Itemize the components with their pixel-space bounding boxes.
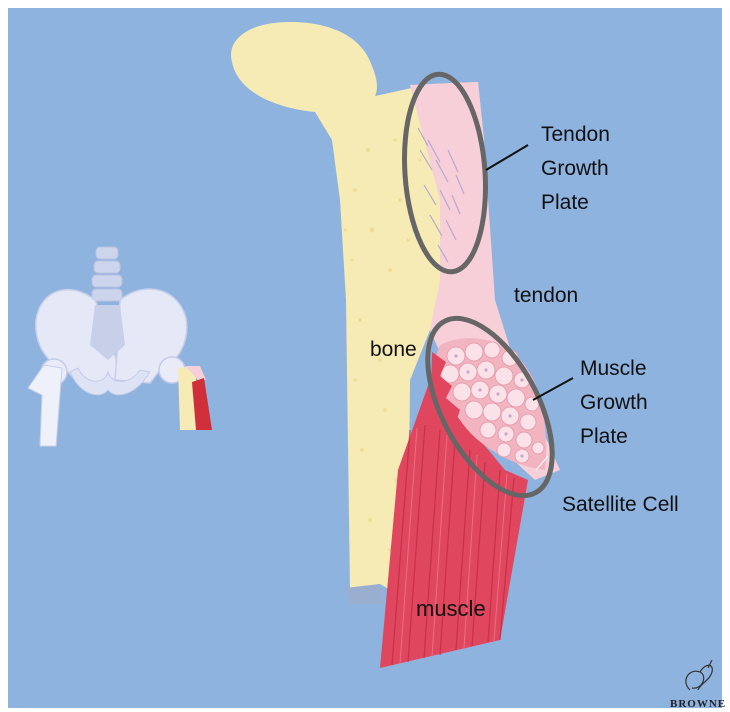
muscle-growth-plate-label: Muscle Growth Plate [580, 352, 648, 454]
muscle-growth-plate-leader [533, 378, 573, 400]
signature: BROWNE [670, 698, 722, 710]
tendon-label: tendon [514, 279, 578, 313]
satellite-cell-label: Satellite Cell [562, 488, 679, 522]
bone-label: bone [370, 333, 417, 367]
signature-mark [686, 660, 712, 690]
tendon-growth-plate-leader [486, 145, 528, 170]
pelvis-inset [28, 247, 212, 446]
tendon-growth-plate-label: Tendon Growth Plate [541, 118, 610, 220]
femur-left [28, 365, 62, 446]
femur-right-bone [178, 366, 196, 430]
signature-text: BROWNE [670, 698, 722, 710]
muscle-label: muscle [416, 592, 486, 626]
